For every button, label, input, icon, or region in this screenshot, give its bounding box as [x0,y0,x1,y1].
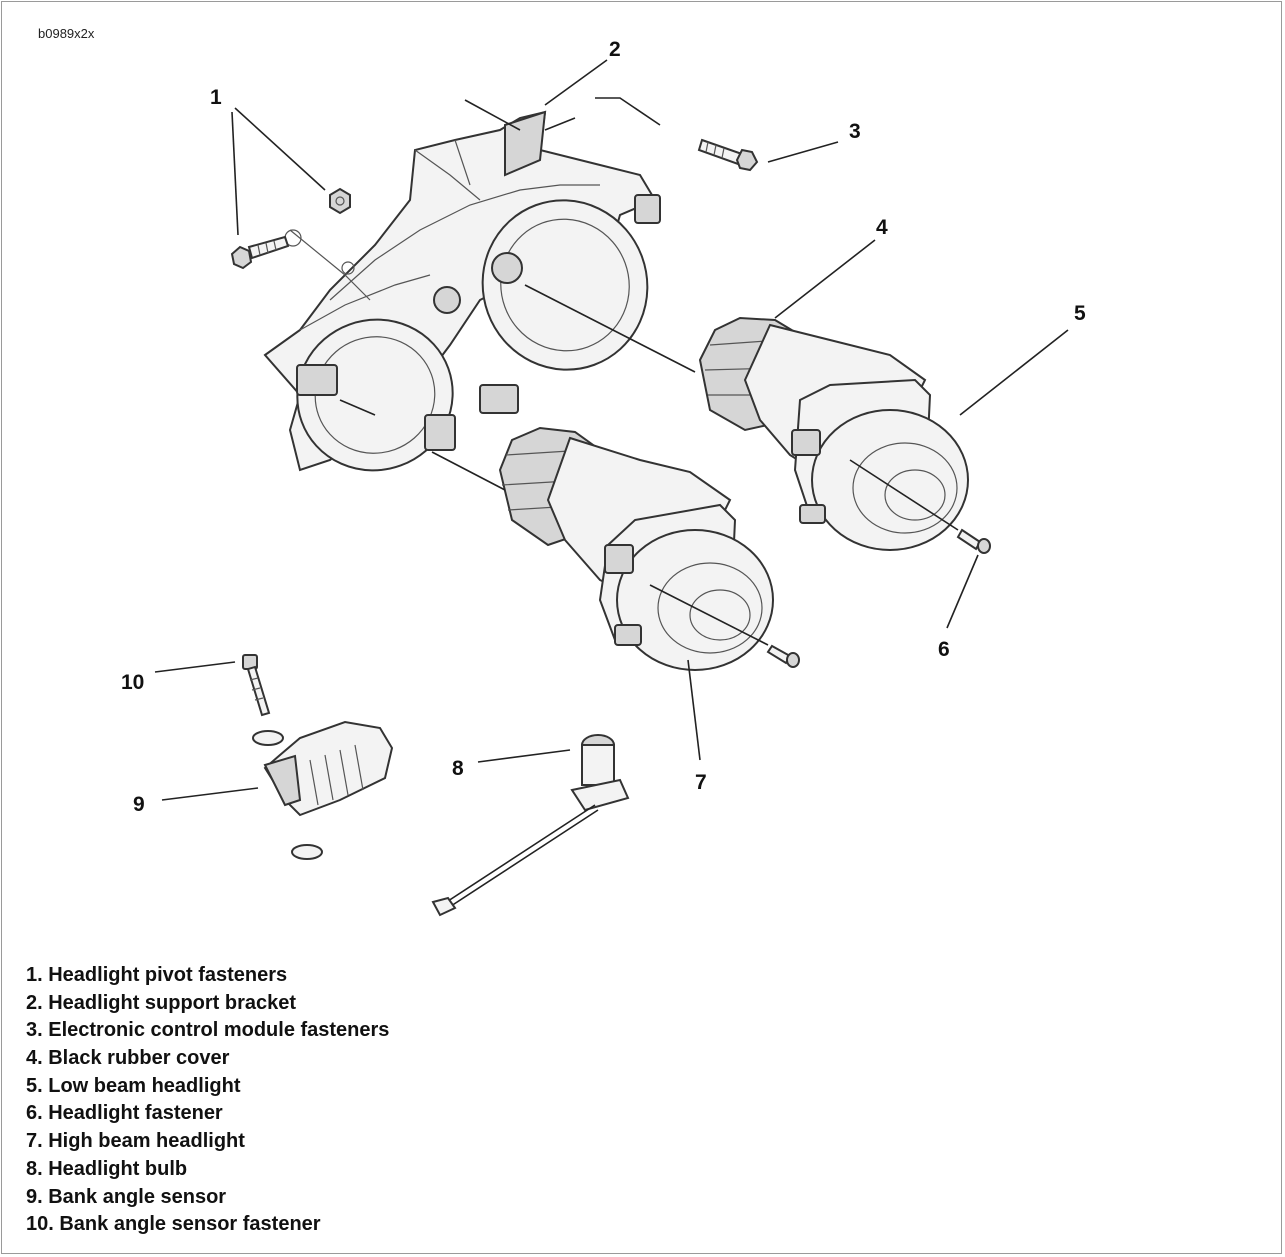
callout-4: 4 [876,216,888,239]
legend-item: 7. High beam headlight [26,1130,245,1153]
ecm-fastener [697,138,759,172]
pivot-fasteners [230,187,351,270]
exploded-view-diagram: 1 2 3 4 5 6 7 8 9 10 [121,38,1086,917]
legend-item: 9. Bank angle sensor [26,1185,227,1208]
callout-6: 6 [938,638,950,661]
legend-item: 2. Headlight support bracket [26,991,297,1014]
legend-item: 3. Electronic control module fasteners [26,1019,390,1042]
callout-1: 1 [210,86,222,109]
bank-angle-sensor [263,720,394,817]
low-beam-fastener [956,528,991,554]
headlight-support-bracket [263,110,661,472]
figure-id: b0989x2x [38,26,95,41]
callout-8: 8 [452,757,464,780]
legend-item: 8. Headlight bulb [26,1157,188,1180]
callout-7: 7 [695,771,707,794]
headlight-bulb [431,734,630,917]
callout-10: 10 [121,671,144,694]
callout-3: 3 [849,120,861,143]
callout-2: 2 [609,38,621,61]
bank-angle-sensor-fastener [242,654,323,860]
high-beam-headlight [498,426,774,671]
legend-item: 10. Bank angle sensor fastener [26,1213,321,1236]
callout-numbers: 1 2 3 4 5 6 7 8 9 10 [121,38,1086,816]
leader-lines [154,59,1069,801]
callout-5: 5 [1074,302,1086,325]
legend-item: 5. Low beam headlight [26,1074,241,1097]
legend-item: 1. Headlight pivot fasteners [26,964,288,986]
low-beam-headlight [698,316,969,551]
callout-9: 9 [133,793,145,816]
legend-item: 4. Black rubber cover [26,1047,230,1070]
parts-legend: 1. Headlight pivot fasteners 2. Headligh… [26,962,389,1239]
legend-item: 6. Headlight fastener [26,1102,223,1125]
high-beam-fastener [766,644,800,668]
